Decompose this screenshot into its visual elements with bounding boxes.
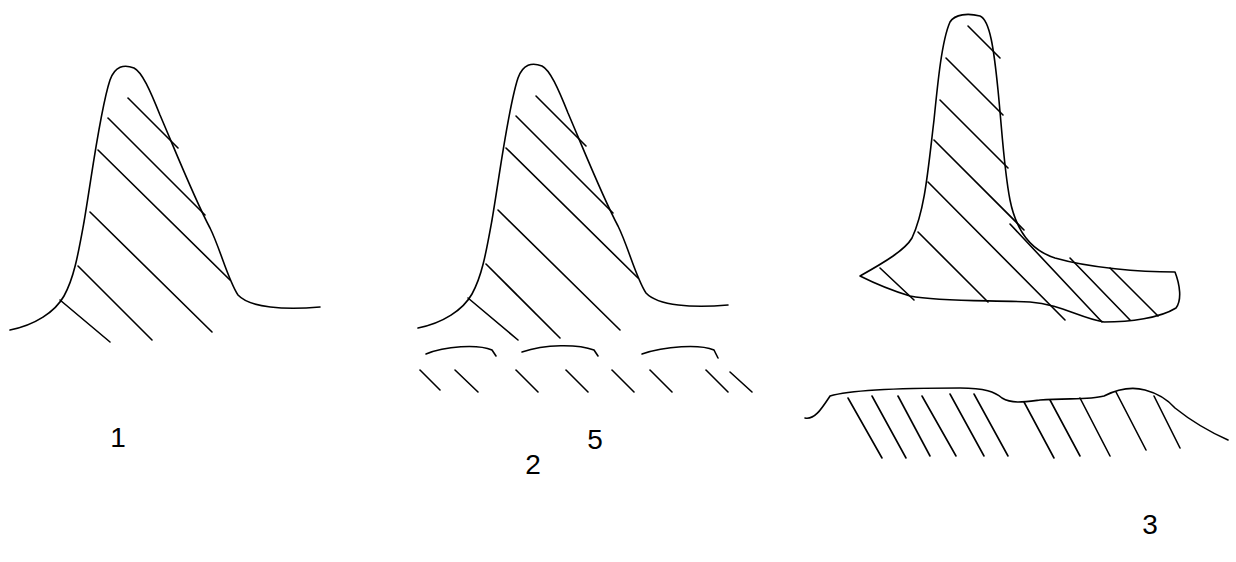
- figure-number: 5: [587, 426, 603, 454]
- figure-number: 2: [525, 451, 541, 479]
- peak-figure: [418, 64, 752, 392]
- peak-figure: [805, 14, 1228, 458]
- figure-number: 1: [110, 424, 126, 452]
- peak-figure: [10, 66, 320, 342]
- figure-number: 3: [1142, 511, 1158, 539]
